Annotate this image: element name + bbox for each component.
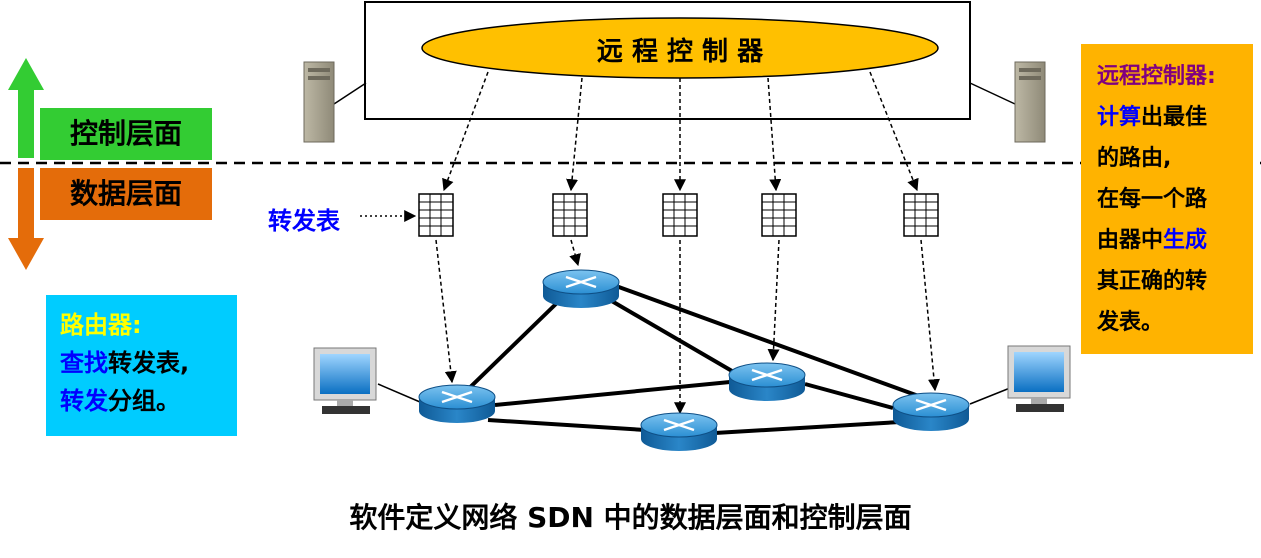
- table-to-router-arrows: [435, 239, 940, 415]
- router-icon: [418, 384, 496, 423]
- forwarding-table-label: 转发表: [268, 207, 340, 235]
- figure-caption: 软件定义网络 SDN 中的数据层面和控制层面: [349, 501, 912, 534]
- controller-info-rest: 由器中: [1097, 228, 1164, 253]
- forwarding-table-icon: [662, 193, 698, 237]
- computer-icon: [1007, 345, 1071, 412]
- controller-to-table-arrows: [442, 71, 919, 192]
- router-icon: [542, 269, 620, 308]
- data-plane-box: [40, 168, 212, 220]
- control-plane-box: [40, 108, 212, 160]
- router-info-text: 路由器: 查找转发表, 转发分组。: [60, 306, 189, 420]
- router-info-rest: 分组。: [108, 387, 180, 415]
- controller-info-line: 由器中生成: [1097, 220, 1216, 261]
- controller-info-keyword: 计算: [1097, 105, 1142, 130]
- forwarding-table-icon: [418, 193, 454, 237]
- controller-info-keyword: 生成: [1163, 228, 1208, 253]
- controller-info-box: [1081, 44, 1253, 354]
- router-info-rest: 转发表,: [108, 349, 190, 377]
- network-links: [455, 284, 936, 435]
- controller-info-line: 其正确的转: [1097, 269, 1208, 294]
- router-info-line: 转发分组。: [60, 382, 189, 420]
- server-icon: [969, 61, 1046, 143]
- controller-info-rest: 出最佳: [1141, 105, 1208, 130]
- controller-info-line: 的路由,: [1097, 146, 1172, 171]
- controller-label: 远 程 控 制 器: [596, 37, 764, 67]
- computer-icon: [313, 347, 377, 414]
- router-info-line: 查找转发表,: [60, 344, 189, 382]
- controller-info-line: 发表。: [1097, 310, 1164, 335]
- down-arrow-icon: [8, 168, 44, 270]
- forwarding-table-icon: [552, 193, 588, 237]
- controller-info-line: 在每一个路: [1097, 187, 1208, 212]
- host-link: [377, 383, 421, 403]
- server-icon: [303, 61, 367, 143]
- router-icon: [728, 362, 806, 401]
- control-plane-label: 控制层面: [69, 117, 182, 150]
- router-info-box: [46, 295, 237, 436]
- host-link: [969, 387, 1011, 405]
- router-info-keyword: 转发: [60, 387, 108, 415]
- router-info-keyword: 查找: [60, 349, 108, 377]
- up-arrow-icon: [8, 58, 44, 158]
- controller-info-line: 计算出最佳: [1097, 97, 1216, 138]
- router-info-title: 路由器:: [60, 311, 142, 339]
- controller-info-title: 远程控制器:: [1097, 64, 1216, 89]
- forwarding-table-icon: [761, 193, 797, 237]
- controller-info-text: 远程控制器: 计算出最佳 的路由, 在每一个路 由器中生成 其正确的转 发表。: [1097, 56, 1216, 343]
- router-icon: [640, 412, 718, 451]
- forwarding-table-icon: [903, 193, 939, 237]
- data-plane-label: 数据层面: [69, 177, 182, 210]
- router-icon: [892, 392, 970, 431]
